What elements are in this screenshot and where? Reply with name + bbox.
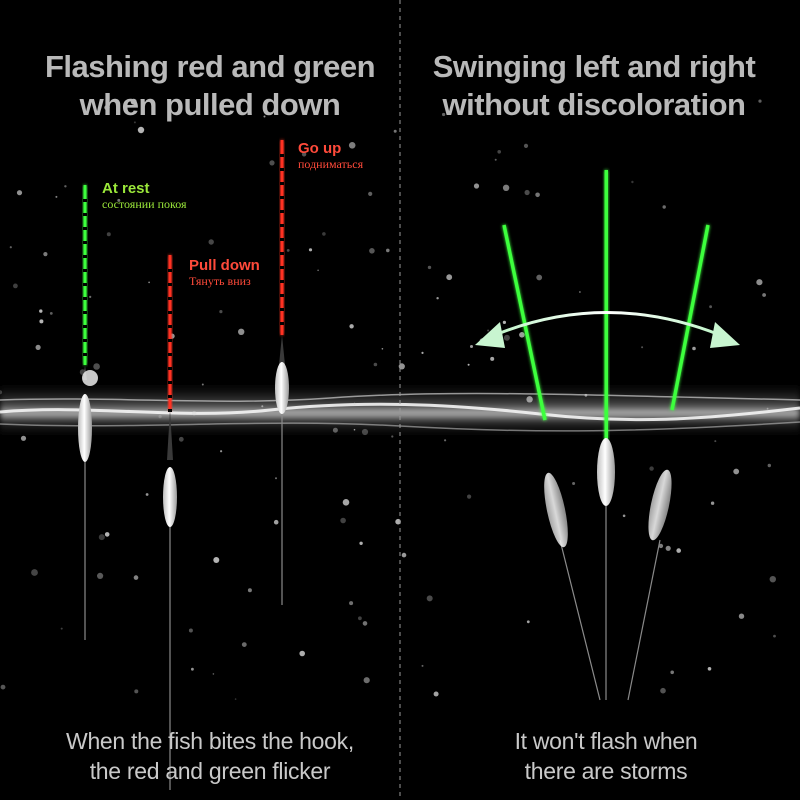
right-headline-line-2: without discoloration [442, 87, 746, 122]
swing-arrow [475, 311, 740, 348]
bubbles [0, 98, 776, 700]
label-pull-down-en: Pull down [189, 257, 260, 274]
float-go-up [275, 140, 289, 605]
float-pull-down [163, 255, 177, 790]
swing-left-arrow-icon [475, 322, 505, 348]
left-caption: When the fish bites the hook, the red an… [10, 726, 410, 786]
label-pull-down-ru: Тянуть вниз [189, 274, 251, 288]
swing-right-arrow-icon [710, 322, 740, 348]
left-headline: Flashing red and green when pulled down [10, 48, 410, 124]
label-go-up-en: Go up [298, 140, 342, 157]
left-headline-line-2: when pulled down [79, 87, 341, 122]
label-at-rest: At rest состоянии покоя [102, 180, 187, 212]
label-go-up: Go up подниматься [298, 140, 363, 172]
left-caption-line-1: When the fish bites the hook, [66, 728, 354, 754]
float-swing-center [597, 170, 615, 700]
float-swing-right [627, 224, 710, 701]
label-pull-down: Pull down Тянуть вниз [189, 257, 260, 289]
label-go-up-ru: подниматься [298, 157, 364, 171]
left-caption-line-2: the red and green flicker [89, 758, 331, 784]
left-headline-line-1: Flashing red and green [44, 49, 376, 84]
right-headline-line-1: Swinging left and right [432, 49, 756, 84]
label-at-rest-en: At rest [102, 180, 150, 197]
right-caption-line-2: there are storms [524, 758, 688, 784]
float-swing-left [502, 224, 601, 701]
right-caption-line-1: It won't flash when [514, 728, 698, 754]
float-at-rest [78, 185, 98, 640]
label-at-rest-ru: состоянии покоя [102, 197, 187, 211]
right-caption: It won't flash when there are storms [406, 726, 800, 786]
right-headline: Swinging left and right without discolor… [394, 48, 794, 124]
